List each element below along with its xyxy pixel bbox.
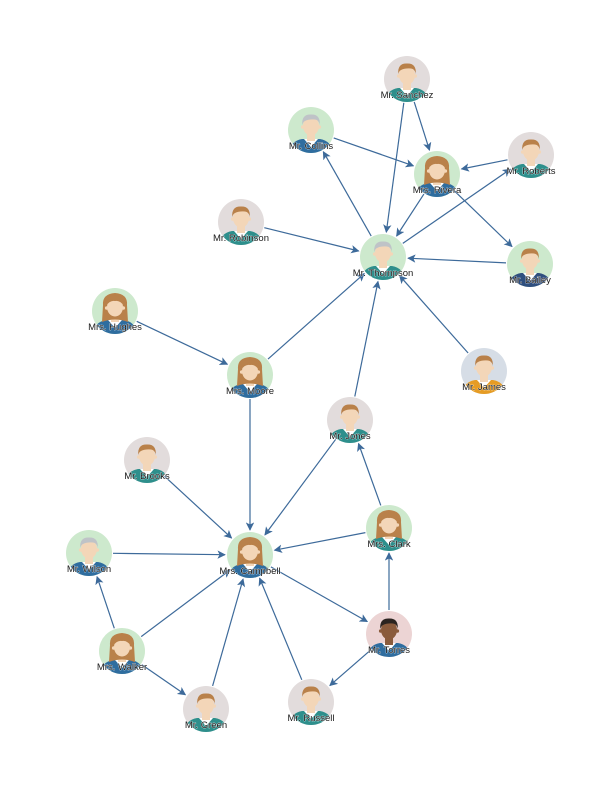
node-campbell[interactable]: Mrs. Campbell <box>219 532 281 579</box>
node-label: Mrs. Rivera <box>413 185 462 196</box>
edge-clark-to-jones <box>357 442 382 506</box>
node-label: Mr. Green <box>185 720 227 731</box>
node-label: Mr. Russell <box>288 713 335 724</box>
node-label: Mr. Roberts <box>506 166 555 177</box>
edge-thompson-to-collins <box>322 150 372 237</box>
edge-campbell-to-torres <box>270 566 369 623</box>
edge-roberts-to-rivera <box>460 159 508 172</box>
node-label: Mr. Collins <box>289 141 334 152</box>
person-avatar-icon <box>360 234 406 280</box>
edge-walker-to-wilson <box>95 575 115 629</box>
node-russell[interactable]: Mr. Russell <box>287 679 335 726</box>
node-moore[interactable]: Mrs. Moore <box>226 352 274 399</box>
node-label: Mr. Torres <box>368 645 410 656</box>
edge-collins-to-rivera <box>333 137 415 168</box>
node-hughes[interactable]: Mrs. Hughes <box>88 288 142 335</box>
node-label: Mr. Jones <box>329 431 370 442</box>
node-sanchez[interactable]: Mr. Sanchez <box>380 56 434 103</box>
person-avatar-icon <box>227 532 273 578</box>
edge-wilson-to-campbell <box>112 550 226 559</box>
edge-jones-to-thompson <box>354 280 381 397</box>
person-avatar-icon <box>227 352 273 398</box>
edge-hughes-to-moore <box>136 320 229 365</box>
edge-clark-to-campbell <box>273 532 366 553</box>
node-brooks[interactable]: Mr. Brooks <box>124 437 170 484</box>
node-label: Mr. Wilson <box>67 564 111 575</box>
person-avatar-icon <box>414 151 460 197</box>
node-collins[interactable]: Mr. Collins <box>288 107 334 154</box>
node-rivera[interactable]: Mrs. Rivera <box>412 151 462 198</box>
edge-russell-to-campbell <box>258 577 303 681</box>
node-jones[interactable]: Mr. Jones <box>327 397 373 444</box>
edge-walker-to-green <box>141 664 187 696</box>
node-label: Mr. Brooks <box>124 471 170 482</box>
node-roberts[interactable]: Mr. Roberts <box>506 132 556 179</box>
node-label: Mr. Thompson <box>353 268 414 279</box>
edge-sanchez-to-rivera <box>413 101 432 152</box>
edge-brooks-to-campbell <box>164 475 233 539</box>
node-bailey[interactable]: Mr. Bailey <box>507 241 553 288</box>
node-thompson[interactable]: Mr. Thompson <box>352 234 414 281</box>
node-label: Mr. James <box>462 382 506 393</box>
node-torres[interactable]: Mr. Torres <box>366 611 412 658</box>
node-label: Mrs. Clark <box>367 539 411 550</box>
person-avatar-icon <box>183 686 229 732</box>
node-robinson[interactable]: Mr. Robinson <box>213 199 269 246</box>
edge-robinson-to-thompson <box>264 227 360 254</box>
node-walker[interactable]: Mrs. Walker <box>97 628 147 675</box>
node-label: Mr. Sanchez <box>381 90 434 101</box>
edge-thompson-to-roberts <box>402 168 512 244</box>
node-label: Mrs. Walker <box>97 662 147 673</box>
edge-green-to-campbell <box>212 578 246 687</box>
node-wilson[interactable]: Mr. Wilson <box>66 530 112 577</box>
edge-walker-to-campbell <box>140 569 231 638</box>
node-label: Mrs. Campbell <box>219 566 280 577</box>
edge-james-to-thompson <box>399 275 469 354</box>
node-label: Mr. Bailey <box>509 275 551 286</box>
edges-layer <box>95 101 513 696</box>
person-avatar-icon <box>384 56 430 102</box>
node-label: Mrs. Moore <box>226 386 274 397</box>
edge-bailey-to-thompson <box>407 254 507 264</box>
node-label: Mr. Robinson <box>213 233 269 244</box>
edge-rivera-to-bailey <box>453 190 513 248</box>
edge-jones-to-campbell <box>264 438 337 536</box>
edge-moore-to-thompson <box>267 273 365 360</box>
node-clark[interactable]: Mrs. Clark <box>366 505 412 552</box>
edge-sanchez-to-thompson <box>383 102 405 234</box>
edge-torres-to-russell <box>329 649 372 687</box>
node-james[interactable]: Mr. James <box>461 348 507 395</box>
node-label: Mrs. Hughes <box>88 322 142 333</box>
person-avatar-icon <box>92 288 138 334</box>
node-green[interactable]: Mr. Green <box>183 686 229 733</box>
edge-rivera-to-thompson <box>396 193 425 237</box>
